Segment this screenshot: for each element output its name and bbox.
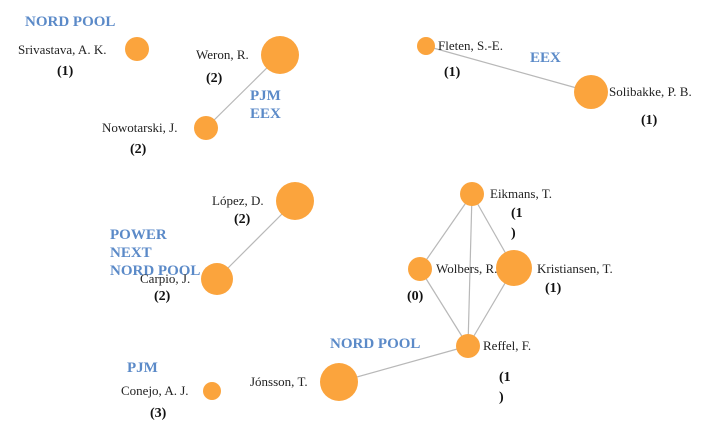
node-count-solibakke: (1) — [641, 113, 658, 128]
edge-wolbers-reffel — [419, 268, 469, 347]
node-label-conejo: Conejo, A. J. — [121, 383, 189, 398]
edge-fleten-solibakke — [425, 45, 592, 93]
node-nowotarski[interactable] — [194, 116, 218, 140]
node-solibakke[interactable] — [574, 75, 608, 109]
node-count-srivastava: (1) — [57, 64, 74, 79]
node-label-solibakke: Solibakke, P. B. — [609, 84, 692, 99]
node-count-wolbers: (0) — [407, 289, 424, 304]
node-count-eikmans: (1 ) — [511, 206, 523, 241]
node-count-weron: (2) — [206, 71, 223, 86]
node-label-jonsson: Jónsson, T. — [250, 374, 308, 389]
node-label-eikmans: Eikmans, T. — [490, 186, 552, 201]
edge-reffel-jonsson — [338, 345, 469, 383]
node-label-weron: Weron, R. — [196, 47, 249, 62]
node-lopez[interactable] — [276, 182, 314, 220]
market-label-eex: EEX — [530, 50, 561, 66]
node-count-lopez: (2) — [234, 212, 251, 227]
node-fleten[interactable] — [417, 37, 435, 55]
market-label-powernext-nord-pool: POWER NEXT NORD POOL — [110, 227, 201, 279]
node-layer — [125, 36, 608, 401]
node-count-conejo: (3) — [150, 406, 167, 421]
node-eikmans[interactable] — [460, 182, 484, 206]
node-label-lopez: López, D. — [212, 193, 264, 208]
node-wolbers[interactable] — [408, 257, 432, 281]
node-label-reffel: Reffel, F. — [483, 338, 532, 353]
node-label-nowotarski: Nowotarski, J. — [102, 120, 178, 135]
node-srivastava[interactable] — [125, 37, 149, 61]
node-label-srivastava: Srivastava, A. K. — [18, 42, 107, 57]
node-weron[interactable] — [261, 36, 299, 74]
market-label-pjm: PJM — [127, 360, 158, 376]
edge-eikmans-reffel — [467, 193, 473, 347]
node-count-fleten: (1) — [444, 65, 461, 80]
edge-eikmans-wolbers — [419, 193, 473, 270]
node-jonsson[interactable] — [320, 363, 358, 401]
market-label-nord-pool-srivastava: NORD POOL — [25, 14, 116, 30]
node-label-wolbers: Wolbers, R. — [436, 261, 498, 276]
node-reffel[interactable] — [456, 334, 480, 358]
node-count-nowotarski: (2) — [130, 142, 147, 157]
market-label-pjm-eex: PJM EEX — [250, 88, 281, 122]
node-carpio[interactable] — [201, 263, 233, 295]
node-count-reffel: (1 ) — [499, 370, 511, 405]
node-label-fleten: Fleten, S.-E. — [438, 38, 503, 53]
node-count-carpio: (2) — [154, 289, 171, 304]
node-kristiansen[interactable] — [496, 250, 532, 286]
node-label-carpio: Carpio, J. — [140, 271, 191, 286]
node-conejo[interactable] — [203, 382, 221, 400]
market-label-nord-pool-reffel: NORD POOL — [330, 336, 421, 352]
node-label-kristiansen: Kristiansen, T. — [537, 261, 613, 276]
node-count-kristiansen: (1) — [545, 281, 562, 296]
